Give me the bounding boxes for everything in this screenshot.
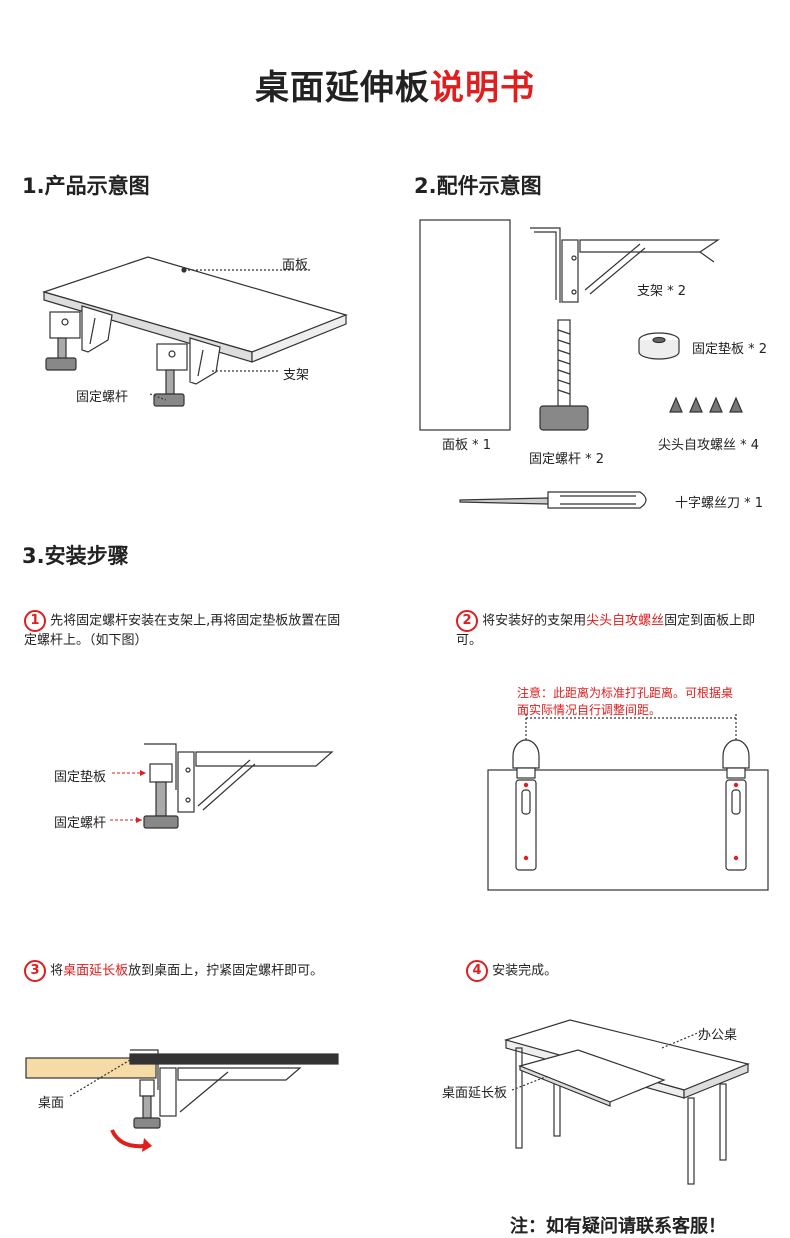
page-title: 桌面延伸板说明书 <box>0 60 790 109</box>
label-bracket: 支架 <box>283 368 310 383</box>
step1-label-pad: 固定垫板 <box>54 770 107 785</box>
label-screw: 固定螺杆 <box>76 390 129 405</box>
label-panel: 面板 <box>282 258 309 273</box>
step3-text-a: 将 <box>50 963 64 979</box>
step2-note: 注意：此距离为标准打孔距离。可根据桌面实际情况自行调整间距。 <box>517 686 734 717</box>
label-acc-tapping: 尖头自攻螺丝 * 4 <box>658 438 760 453</box>
step3-text-red: 桌面延长板 <box>63 963 129 979</box>
step4-text: 安装完成。 <box>492 963 558 979</box>
label-acc-panel: 面板 * 1 <box>442 438 492 453</box>
title-main: 桌面延伸板 <box>255 68 430 108</box>
step2-text-a: 将安装好的支架用 <box>482 613 587 629</box>
step4-number: 4 <box>466 960 488 982</box>
label-acc-rod: 固定螺杆 * 2 <box>529 452 605 467</box>
footer-note: 注：如有疑问请联系客服！ <box>510 1216 726 1237</box>
step4-label-desk: 办公桌 <box>698 1028 738 1043</box>
step3-number: 3 <box>24 960 46 982</box>
section3-heading: 3.安装步骤 <box>22 544 129 568</box>
step1-label-rod: 固定螺杆 <box>54 816 107 831</box>
title-accent: 说明书 <box>430 68 535 108</box>
section2-heading: 2.配件示意图 <box>414 174 542 198</box>
step1-text: 先将固定螺杆安装在支架上,再将固定垫板放置在固定螺杆上。（如下图） <box>24 613 341 649</box>
step3-label-desk: 桌面 <box>38 1096 65 1111</box>
step2-number: 2 <box>456 610 478 632</box>
step1-number: 1 <box>24 610 46 632</box>
step3: 3 将桌面延长板放到桌面上，拧紧固定螺杆即可。 <box>24 960 384 982</box>
step2: 2 将安装好的支架用尖头自攻螺丝固定到面板上即可。 <box>456 610 774 650</box>
step3-text-b: 放到桌面上，拧紧固定螺杆即可。 <box>128 963 324 979</box>
label-acc-bracket: 支架 * 2 <box>637 284 687 299</box>
step2-text-red: 尖头自攻螺丝 <box>586 613 665 629</box>
label-acc-driver: 十字螺丝刀 * 1 <box>675 496 764 511</box>
step4-label-board: 桌面延长板 <box>442 1086 508 1101</box>
label-acc-pad: 固定垫板 * 2 <box>692 342 768 357</box>
step2-text-b: 固定到面板上即可。 <box>456 613 756 649</box>
section1-heading: 1.产品示意图 <box>22 174 150 198</box>
step1: 1 先将固定螺杆安装在支架上,再将固定垫板放置在固定螺杆上。（如下图） <box>24 610 344 650</box>
step4: 4 安装完成。 <box>466 960 766 982</box>
